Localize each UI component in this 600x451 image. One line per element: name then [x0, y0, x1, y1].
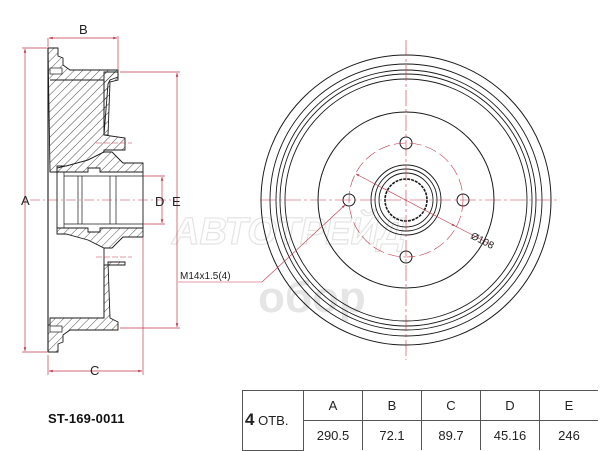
spec-table: 4 ОТВ. A B C D E 290.5 72.1 89.7 45.16 2…	[242, 390, 598, 451]
spec-value-row: 290.5 72.1 89.7 45.16 246	[243, 420, 598, 450]
dim-d-label: D	[155, 194, 164, 209]
value-d: 45.16	[480, 420, 540, 450]
holes-label: ОТВ.	[258, 413, 289, 429]
dim-b-label: B	[79, 22, 88, 37]
side-dimensions	[22, 36, 180, 375]
svg-text:обор: обор	[258, 273, 366, 322]
value-e: 246	[539, 420, 598, 450]
dim-c-label: C	[90, 363, 99, 378]
value-c: 89.7	[421, 420, 481, 450]
part-number: ST-169-0011	[48, 411, 125, 426]
spec-header-row: 4 ОТВ. A B C D E	[242, 390, 598, 451]
watermark-autotrade: АВТОТРЕЙД	[170, 207, 406, 253]
dim-e-label: E	[172, 194, 181, 209]
watermark-obor: обор	[258, 273, 366, 322]
value-b: 72.1	[362, 420, 422, 450]
header-b: B	[362, 390, 422, 421]
front-centerlines	[178, 40, 560, 360]
holes-count: 4	[245, 410, 255, 430]
header-d: D	[480, 390, 540, 421]
header-c: C	[421, 390, 481, 421]
side-section-view	[30, 47, 175, 353]
value-a: 290.5	[303, 420, 363, 450]
side-dimension-labels: B A D E C	[21, 22, 181, 378]
dim-a-label: A	[21, 193, 30, 208]
header-a: A	[303, 390, 363, 421]
header-e: E	[539, 390, 598, 421]
holes-cell: 4 ОТВ.	[242, 390, 304, 451]
svg-text:АВТОТРЕЙД: АВТОТРЕЙД	[171, 208, 405, 253]
pcd-label: Ø108	[469, 231, 496, 252]
stud-callout-label: M14x1.5(4)	[180, 271, 231, 282]
